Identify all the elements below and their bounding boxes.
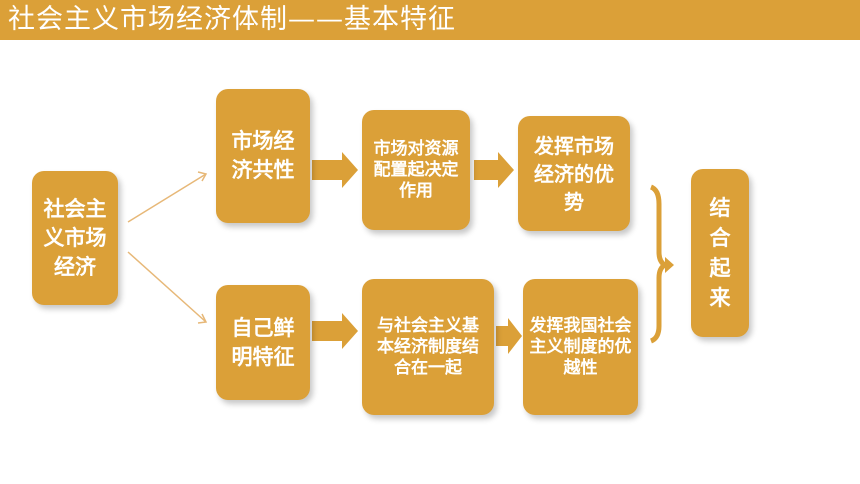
arrow-common-to-market [312, 152, 358, 188]
line-to-distinct [127, 251, 207, 323]
conclusion-label: 结合起来 [709, 196, 731, 310]
line-to-common-head [197, 171, 208, 182]
conclusion-box: 结合起来 [691, 169, 749, 337]
brace [649, 184, 671, 344]
line-to-common [127, 173, 207, 223]
distinct-feature-label: 自己鲜明特征 [231, 315, 295, 369]
distinct-feature-box: 自己鲜明特征 [216, 285, 310, 400]
system-advantage-box: 发挥我国社会主义制度的优越性 [523, 279, 638, 415]
brace-arrow-head [665, 257, 674, 273]
system-combination-box: 与社会主义基本经济制度结合在一起 [362, 279, 494, 415]
market-role-label: 市场对资源配置起决定作用 [373, 138, 459, 201]
line-to-distinct-head [197, 313, 208, 324]
market-advantage-box: 发挥市场经济的优势 [518, 116, 630, 231]
title-bar: 社会主义市场经济体制——基本特征 [0, 0, 860, 40]
market-role-box: 市场对资源配置起决定作用 [362, 110, 470, 230]
system-advantage-label: 发挥我国社会主义制度的优越性 [529, 315, 632, 378]
page-title: 社会主义市场经济体制——基本特征 [8, 4, 456, 35]
common-feature-label: 市场经济共性 [231, 129, 295, 182]
market-advantage-label: 发挥市场经济的优势 [534, 133, 614, 214]
socialist-market-economy-box: 社会主义市场经济 [32, 171, 118, 305]
socialist-market-economy-label: 社会主义市场经济 [43, 196, 107, 279]
arrow-combine-to-advantage [496, 318, 522, 354]
arrow-distinct-to-combine [312, 313, 358, 349]
common-feature-box: 市场经济共性 [216, 89, 310, 223]
system-combination-label: 与社会主义基本经济制度结合在一起 [377, 315, 479, 378]
arrow-market-to-advantage [474, 152, 514, 188]
